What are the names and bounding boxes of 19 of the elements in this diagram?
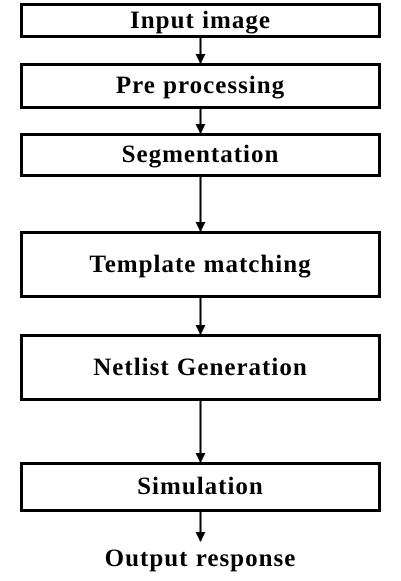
step-label: Segmentation bbox=[120, 141, 280, 169]
process-box bbox=[20, 334, 381, 401]
process-box bbox=[20, 3, 381, 38]
process-box bbox=[20, 462, 381, 512]
step-label: Pre processing bbox=[114, 72, 286, 100]
process-box bbox=[20, 63, 381, 109]
arrow bbox=[196, 298, 206, 335]
arrow bbox=[196, 401, 206, 463]
arrow bbox=[196, 177, 206, 232]
process-box bbox=[20, 231, 381, 298]
output-label: Output response bbox=[104, 545, 296, 573]
step-label: Netlist Generation bbox=[92, 354, 309, 382]
arrow bbox=[196, 38, 206, 64]
step-label: Simulation bbox=[136, 473, 265, 501]
step-label: Input image bbox=[129, 6, 272, 34]
process-box bbox=[20, 133, 381, 177]
step-label: Template matching bbox=[88, 250, 313, 278]
arrow bbox=[196, 109, 206, 134]
arrow bbox=[196, 512, 206, 542]
